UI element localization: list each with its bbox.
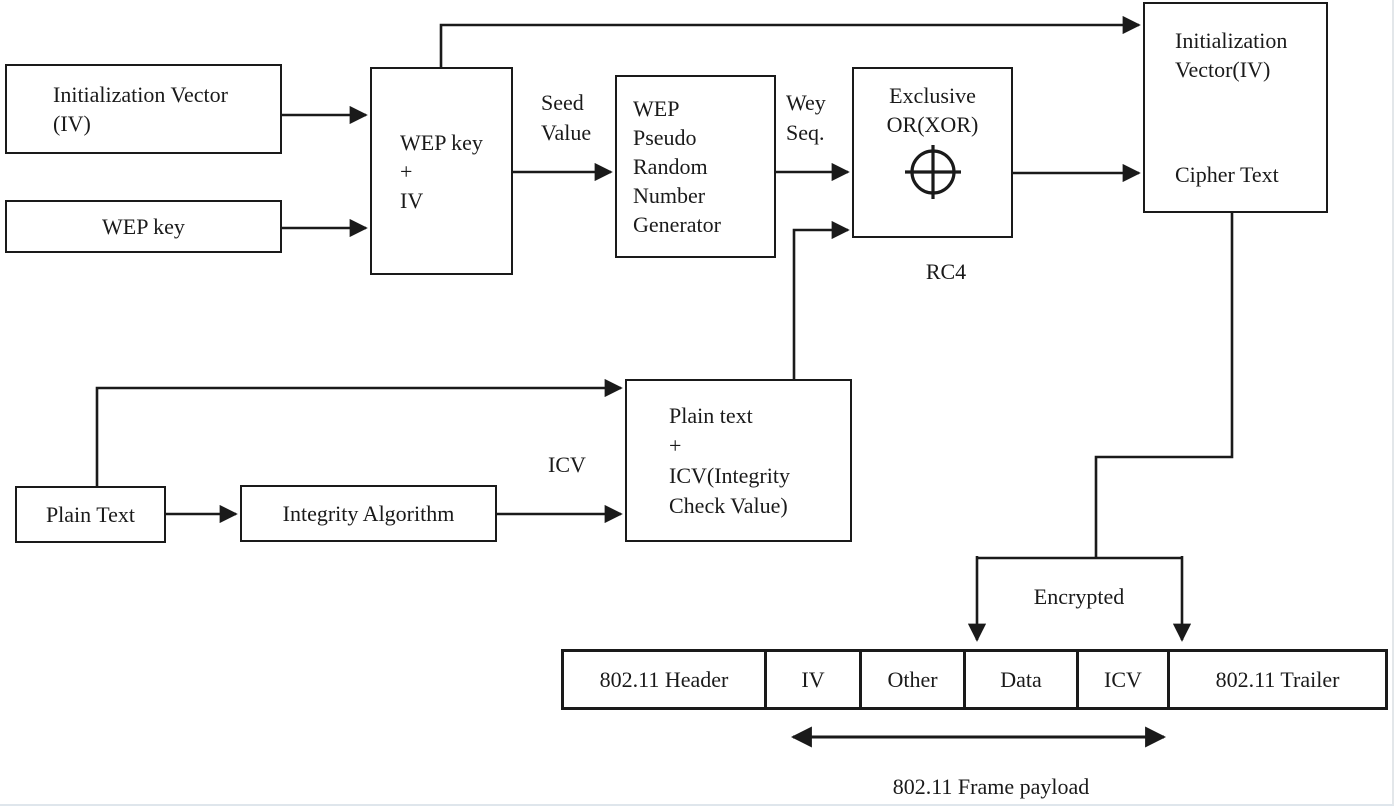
frame-cell-icv: ICV [1079,652,1170,707]
node-label-line: Number [633,183,706,208]
frame-structure-strip: 802.11 Header IV Other Data ICV 802.11 T… [561,649,1388,710]
node-label-line: Random [633,154,708,179]
node-iv-cipher-text: Initialization Vector(IV) Cipher Text [1143,2,1328,213]
node-label-line: OR(XOR) [886,112,979,137]
node-integrity-algorithm: Integrity Algorithm [240,485,497,542]
edge-label-line: Value [541,120,592,145]
xor-circle-plus-icon [904,145,961,199]
node-wep-key-plus-iv: WEP key + IV [370,67,513,275]
node-label-line: IV [400,187,424,213]
frame-cell-iv: IV [767,652,862,707]
frame-cell-data: Data [966,652,1079,707]
node-label-line: Generator [633,212,721,237]
node-label-line: Exclusive [889,83,976,108]
node-label-line: Plain Text [45,502,136,527]
node-label-line: Initialization [1175,28,1288,53]
node-label-line: WEP [633,96,680,121]
edge-label-line: Seq. [786,120,825,145]
edge-label-frame-payload: 802.11 Frame payload [892,774,1090,799]
node-label-line: Pseudo [633,125,697,150]
edge-label-rc4: RC4 [925,259,967,284]
node-label-line: Integrity Algorithm [282,501,455,526]
node-label-line: Initialization Vector [53,82,228,107]
node-label-group: Initialization Vector(IV) [1175,26,1318,84]
node-label-line: + [400,158,413,184]
frame-cell-other: Other [862,652,966,707]
node-initialization-vector: Initialization Vector (IV) [5,64,282,154]
edge-label-wey-seq: Wey Seq. [786,88,826,148]
frame-cell-trailer: 802.11 Trailer [1215,666,1340,692]
edge-label-seed-value: Seed Value [541,88,591,148]
node-wep-key: WEP key [5,200,282,253]
node-wep-prng: WEP Pseudo Random Number Generator [615,75,776,258]
arrow-plainicv-to-xor [792,220,850,379]
line-cipher-down-path [1094,213,1234,558]
edge-label-line: Seed [541,90,584,115]
node-label-line: WEP key [400,129,483,155]
frame-cell-header: 802.11 Header [564,652,767,707]
node-exclusive-or: Exclusive OR(XOR) [852,67,1013,238]
node-label-line: Plain text [669,402,753,428]
node-plain-text-plus-icv: Plain text + ICV(Integrity Check Value) [625,379,852,542]
node-label-line: ICV(Integrity [669,462,790,488]
node-plain-text: Plain Text [15,486,166,543]
node-label-line: Cipher Text [1175,162,1279,187]
edge-label-line: Wey [786,90,826,115]
node-label-line: Vector(IV) [1175,57,1271,82]
node-label-line: + [669,432,682,458]
edge-label-icv: ICV [548,452,586,477]
edge-label-encrypted: Encrypted [1033,584,1125,609]
node-label-line: (IV) [53,111,91,136]
arrow-iv-bypass-top [439,15,1141,67]
node-label-line: WEP key [102,214,185,239]
node-label-line: Check Value) [669,492,788,518]
